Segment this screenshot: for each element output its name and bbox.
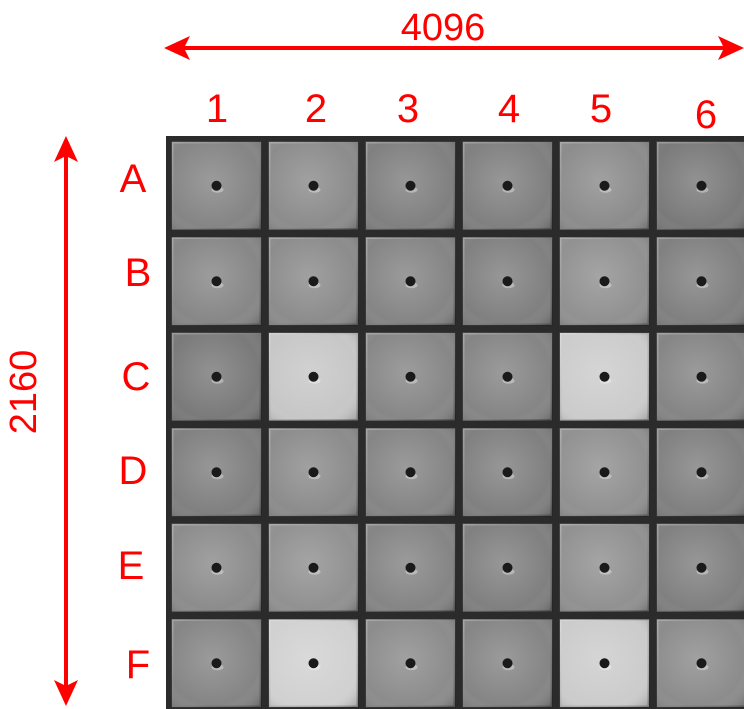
row-label: A <box>120 157 147 201</box>
pixel-center-dot <box>502 658 513 669</box>
column-labels: 1 2 3 4 5 6 <box>206 87 717 137</box>
pixel-center-dot <box>502 276 513 287</box>
pixel-tile <box>268 141 359 230</box>
row-label: F <box>126 643 150 687</box>
pixel-center-dot <box>405 371 416 382</box>
pixel-tile <box>559 619 650 708</box>
pixel-tile <box>268 428 359 517</box>
pixel-center-dot <box>502 467 513 478</box>
column-label: 1 <box>206 87 228 131</box>
pixel-tile <box>268 237 359 326</box>
pixel-tile <box>171 332 262 421</box>
micrograph-background <box>166 136 744 709</box>
pixel-center-dot <box>211 467 222 478</box>
pixel-tile <box>462 237 553 326</box>
pixel-tile <box>365 141 456 230</box>
pixel-tile <box>656 523 744 612</box>
column-label: 6 <box>695 93 717 137</box>
pixel-tile <box>268 332 359 421</box>
pixel-center-dot <box>308 371 319 382</box>
pixel-center-dot <box>502 180 513 191</box>
pixel-center-dot <box>308 467 319 478</box>
column-label: 3 <box>397 87 419 131</box>
pixel-tile <box>559 237 650 326</box>
height-label: 2160 <box>3 350 45 435</box>
width-label: 4096 <box>401 7 486 49</box>
row-label: E <box>118 544 145 588</box>
pixel-center-dot <box>696 658 707 669</box>
pixel-center-dot <box>599 180 610 191</box>
pixel-center-dot <box>405 276 416 287</box>
pixel-tile <box>365 332 456 421</box>
pixel-tile <box>462 332 553 421</box>
pixel-tile <box>656 332 744 421</box>
pixel-center-dot <box>405 180 416 191</box>
pixel-tile <box>171 141 262 230</box>
pixel-tile <box>365 619 456 708</box>
pixel-center-dot <box>405 658 416 669</box>
pixel-tile <box>365 523 456 612</box>
pixel-tile <box>656 237 744 326</box>
pixel-center-dot <box>502 371 513 382</box>
pixel-tile <box>462 141 553 230</box>
pixel-center-dot <box>211 276 222 287</box>
pixel-center-dot <box>308 562 319 573</box>
row-label: B <box>125 251 152 295</box>
height-dimension-arrow <box>54 136 78 706</box>
pixel-tile <box>462 428 553 517</box>
pixel-tile <box>171 237 262 326</box>
column-label: 4 <box>498 87 520 131</box>
pixel-center-dot <box>405 562 416 573</box>
pixel-tile <box>171 428 262 517</box>
pixel-center-dot <box>211 658 222 669</box>
pixel-tile <box>656 141 744 230</box>
row-label: C <box>122 355 151 399</box>
pixel-center-dot <box>405 467 416 478</box>
pixel-tile <box>559 428 650 517</box>
pixel-center-dot <box>599 371 610 382</box>
pixel-center-dot <box>308 658 319 669</box>
pixel-tile <box>462 523 553 612</box>
pixel-center-dot <box>211 371 222 382</box>
row-label: D <box>119 449 148 493</box>
pixel-center-dot <box>696 562 707 573</box>
pixel-tile <box>462 619 553 708</box>
pixel-center-dot <box>308 180 319 191</box>
column-label: 2 <box>305 87 327 131</box>
pixel-center-dot <box>696 467 707 478</box>
pixel-center-dot <box>502 562 513 573</box>
pixel-tile <box>365 237 456 326</box>
pixel-center-dot <box>599 562 610 573</box>
pixel-center-dot <box>308 276 319 287</box>
width-dimension-arrow <box>164 36 744 60</box>
pixel-center-dot <box>696 180 707 191</box>
pixel-tile <box>268 619 359 708</box>
pixel-center-dot <box>599 467 610 478</box>
pixel-tile <box>656 428 744 517</box>
pixel-tile <box>171 523 262 612</box>
row-labels: A B C D E F <box>118 157 152 687</box>
pixel-center-dot <box>599 276 610 287</box>
pixel-tile <box>656 619 744 708</box>
pixel-tile <box>365 428 456 517</box>
pixel-tile <box>171 619 262 708</box>
pixel-center-dot <box>696 371 707 382</box>
pixel-center-dot <box>211 562 222 573</box>
column-label: 5 <box>590 87 612 131</box>
pixel-center-dot <box>599 658 610 669</box>
pixel-tile <box>559 141 650 230</box>
pixel-center-dot <box>211 180 222 191</box>
pixel-tile <box>559 523 650 612</box>
pixel-array-micrograph <box>166 136 744 709</box>
pixel-tile <box>559 332 650 421</box>
pixel-tile <box>268 523 359 612</box>
pixel-center-dot <box>696 276 707 287</box>
